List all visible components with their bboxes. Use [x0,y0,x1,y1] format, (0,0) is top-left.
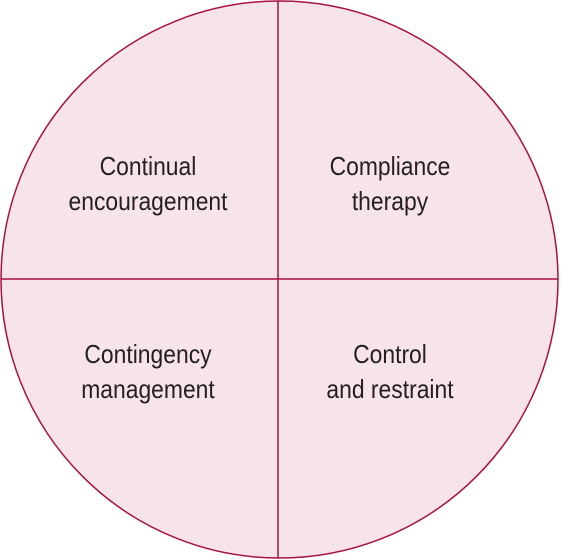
quadrant-top-left-label: Continual encouragement [47,149,249,219]
quadrant-top-left-line2: encouragement [68,186,228,216]
quadrant-top-right-label: Compliance therapy [289,149,491,219]
quadrant-bottom-left-line1: Contingency [84,339,212,369]
quadrant-bottom-right-line2: and restraint [326,374,454,404]
quadrant-bottom-right-label: Control and restraint [289,337,491,407]
quadrant-top-left-line1: Continual [99,151,197,181]
quadrant-bottom-right-line1: Control [353,339,427,369]
quadrant-top-right-line2: therapy [351,186,429,216]
quadrant-bottom-left-line2: management [81,374,215,404]
quadrant-bottom-left-label: Contingency management [47,337,249,407]
quadrant-top-right-line1: Compliance [329,151,451,181]
